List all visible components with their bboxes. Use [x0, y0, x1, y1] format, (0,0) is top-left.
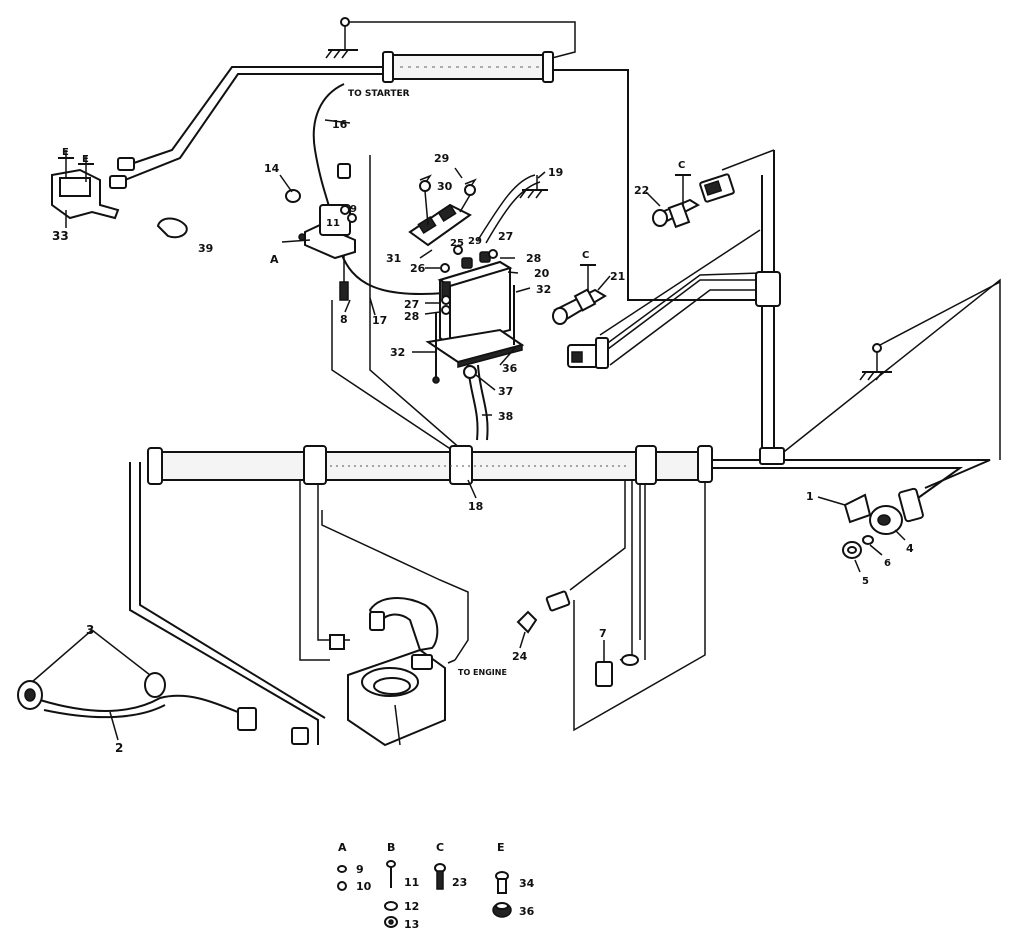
legend-letter-c: C: [436, 841, 444, 854]
battery-20: [437, 251, 513, 347]
callout-32-right: 32: [536, 283, 551, 296]
legend-item-13: 13: [404, 918, 419, 931]
legend-item-11: 11: [404, 876, 419, 889]
rectifier-31: [408, 174, 477, 247]
callout-14: 14: [264, 162, 280, 175]
callout-c-21: C: [582, 250, 589, 261]
screw-14: [279, 174, 301, 203]
cap-screw-icon: [434, 863, 446, 890]
legend-item-9: 9: [356, 863, 364, 876]
callout-21: 21: [610, 270, 625, 283]
callout-22: 22: [634, 184, 649, 197]
ground-top: [325, 17, 358, 59]
clip-39: [156, 217, 188, 239]
callout-labels: TO STARTER TO ENGINE 3 2 33 E E 39 14 16…: [52, 89, 914, 755]
callout-25: 25: [450, 238, 464, 249]
plug-connector: [567, 337, 609, 369]
callout-26: 26: [410, 262, 426, 275]
solenoid-bracket: [298, 204, 357, 301]
top-harness: [382, 51, 554, 83]
callout-32-left: 32: [390, 346, 405, 359]
callout-27-top: 27: [498, 230, 513, 243]
carriage-bolt-icon: [495, 871, 509, 894]
part-21: [552, 264, 607, 325]
right-top-connector: [699, 173, 735, 203]
part-22: [652, 174, 701, 229]
hex-nut-icon: [384, 916, 398, 928]
callout-6: 6: [884, 558, 891, 569]
callout-8: 8: [340, 313, 348, 326]
legend-item-12: 12: [404, 900, 419, 913]
callout-24: 24: [512, 650, 528, 663]
ignition-switch: [843, 487, 924, 535]
lock-washer-icon: [384, 901, 398, 911]
callout-3: 3: [86, 623, 94, 637]
callout-7: 7: [599, 627, 607, 640]
battery-terminal-hardware: [440, 245, 498, 315]
nut-icon: [337, 881, 347, 891]
callout-29-mid: 29: [468, 236, 482, 247]
part-24: [516, 610, 538, 634]
callout-1: 1: [806, 490, 814, 503]
legend-item-36: 36: [519, 905, 535, 918]
callout-e-right: E: [82, 154, 89, 165]
note-to-starter: TO STARTER: [348, 89, 410, 99]
callout-11-solenoid: 11: [326, 218, 340, 229]
connector-lower: [545, 590, 571, 612]
callout-9-solenoid: 9: [350, 204, 357, 215]
wire-routes: [119, 21, 1001, 745]
callout-29-top: 29: [434, 152, 449, 165]
callout-a: A: [270, 253, 279, 266]
callout-36-tray: 36: [502, 362, 518, 375]
legend-item-23: 23: [452, 876, 467, 889]
washer-icon: [337, 865, 347, 873]
callout-c-22: C: [678, 160, 685, 171]
callout-39: 39: [198, 242, 213, 255]
bolt-icon: [386, 860, 396, 888]
callout-17: 17: [372, 314, 387, 327]
engine-assembly: [329, 597, 446, 747]
callout-18: 18: [468, 500, 483, 513]
callout-e-left: E: [62, 147, 69, 158]
legend-item-10: 10: [356, 880, 372, 893]
legend-letter-b: B: [387, 841, 395, 854]
switch-7: [595, 654, 639, 687]
callout-27-bottom: 27: [404, 298, 419, 311]
callout-16: 16: [332, 118, 348, 131]
washers-5-6: [842, 535, 874, 559]
hold-down-rods-32: [432, 285, 515, 384]
ground-right: [859, 343, 892, 381]
fuse-holder: [337, 163, 351, 179]
legend-letter-a: A: [338, 841, 347, 854]
callout-4: 4: [906, 542, 914, 555]
callout-33: 33: [52, 229, 69, 243]
callout-28-top: 28: [526, 252, 541, 265]
flange-nut-icon: [492, 902, 512, 918]
callout-30: 30: [437, 180, 453, 193]
ground-battery: [519, 175, 548, 199]
nut-37: [463, 365, 477, 379]
note-to-engine: TO ENGINE: [458, 668, 507, 677]
callout-20: 20: [534, 267, 550, 280]
legend-letter-e: E: [497, 841, 505, 854]
battery-tray-36: [425, 328, 525, 368]
legend-item-34: 34: [519, 877, 535, 890]
callout-31: 31: [386, 252, 401, 265]
left-connectors: [109, 157, 135, 189]
callout-38: 38: [498, 410, 513, 423]
hardware-legend: A 9 10 B 11 12 13 C 23 E 34: [337, 841, 535, 931]
leader-lines: [65, 119, 906, 664]
junction-block: [755, 271, 785, 465]
headlight-assembly: [17, 629, 309, 745]
callout-37: 37: [498, 385, 513, 398]
callout-19: 19: [548, 166, 563, 179]
main-harness-18: [147, 445, 713, 485]
callout-2: 2: [115, 741, 123, 755]
callout-5: 5: [862, 576, 869, 587]
callout-28-bottom: 28: [404, 310, 419, 323]
bracket-33: [51, 150, 120, 220]
